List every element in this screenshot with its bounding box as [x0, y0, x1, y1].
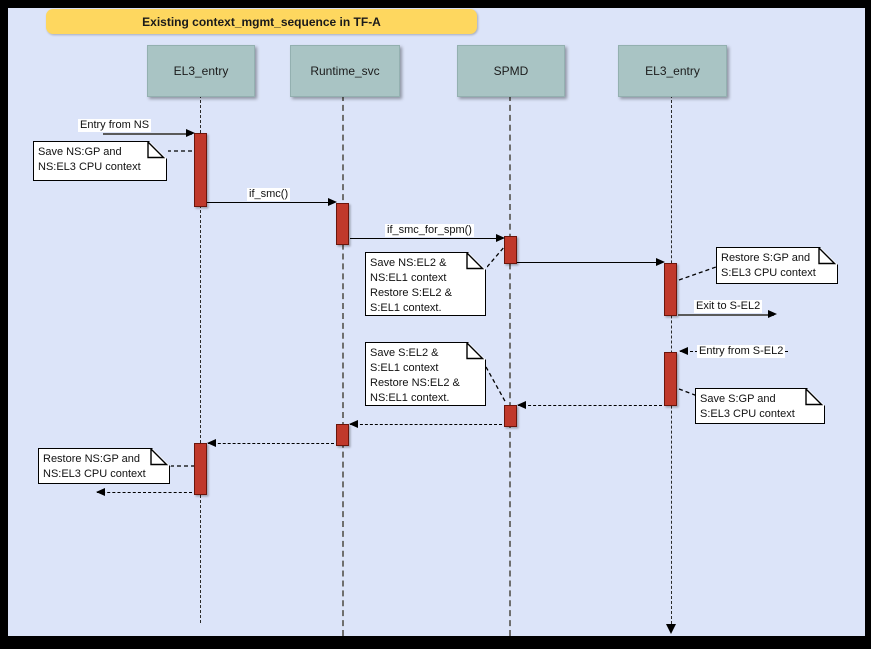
lifeline-el3-entry-1 — [200, 95, 201, 623]
activation-el3-1-b — [194, 443, 207, 495]
diagram-canvas — [8, 8, 865, 636]
note-text: Save NS:EL2 & NS:EL1 context Restore S:E… — [370, 257, 452, 314]
msg-label-entry-from-ns: Entry from NS — [78, 119, 152, 132]
note-restore-ns-gp: Restore NS:GP and NS:EL3 CPU context — [38, 447, 171, 484]
note-text: Save S:GP and S:EL3 CPU context — [700, 393, 795, 420]
lifeline-end-arrow-icon — [666, 624, 676, 634]
actor-label: EL3_entry — [645, 64, 700, 78]
msg-label-exit-to-sel2: Exit to S-EL2 — [694, 300, 763, 313]
diagram-title: Existing context_mgmt_sequence in TF-A — [142, 14, 381, 29]
note-save-s-gp: Save S:GP and S:EL3 CPU context — [695, 387, 826, 424]
note-text: Restore S:GP and S:EL3 CPU context — [721, 252, 816, 279]
title-banner: Existing context_mgmt_sequence in TF-A — [46, 9, 477, 34]
note-save-ns-el2: Save NS:EL2 & NS:EL1 context Restore S:E… — [365, 251, 487, 316]
actor-label: SPMD — [493, 64, 529, 78]
actor-label: EL3_entry — [173, 64, 229, 78]
lifeline-spmd — [509, 95, 511, 636]
note-fold-icon — [150, 447, 168, 465]
note-save-s-el2: Save S:EL2 & S:EL1 context Restore NS:EL… — [365, 341, 487, 406]
activation-spmd-b — [504, 405, 517, 427]
actor-spmd: SPMD — [457, 45, 565, 97]
actor-el3-entry-1: EL3_entry — [147, 45, 255, 97]
msg-label-if-smc-for-spm: if_smc_for_spm() — [385, 224, 474, 237]
note-fold-icon — [466, 341, 484, 359]
activation-runtime-a — [336, 203, 349, 245]
note-fold-icon — [466, 251, 484, 269]
actor-label: Runtime_svc — [310, 64, 380, 78]
msg-label-entry-from-sel2: Entry from S-EL2 — [697, 345, 786, 358]
lifeline-runtime-svc — [342, 95, 344, 636]
note-save-ns-gp: Save NS:GP and NS:EL3 CPU context — [33, 140, 168, 181]
note-text: Save S:EL2 & S:EL1 context Restore NS:EL… — [370, 347, 460, 404]
activation-runtime-b — [336, 424, 349, 446]
msg-label-if-smc: if_smc() — [247, 188, 291, 201]
actor-el3-entry-2: EL3_entry — [618, 45, 727, 97]
activation-spmd-a — [504, 236, 517, 264]
note-text: Restore NS:GP and NS:EL3 CPU context — [43, 453, 146, 480]
note-fold-icon — [818, 246, 836, 264]
note-fold-icon — [805, 387, 823, 405]
actor-runtime-svc: Runtime_svc — [290, 45, 400, 97]
note-text: Save NS:GP and NS:EL3 CPU context — [38, 146, 141, 173]
activation-el3-2-a — [664, 263, 677, 316]
note-fold-icon — [147, 140, 165, 158]
activation-el3-1-a — [194, 133, 207, 207]
note-restore-s-gp: Restore S:GP and S:EL3 CPU context — [716, 246, 839, 284]
activation-el3-2-b — [664, 352, 677, 406]
